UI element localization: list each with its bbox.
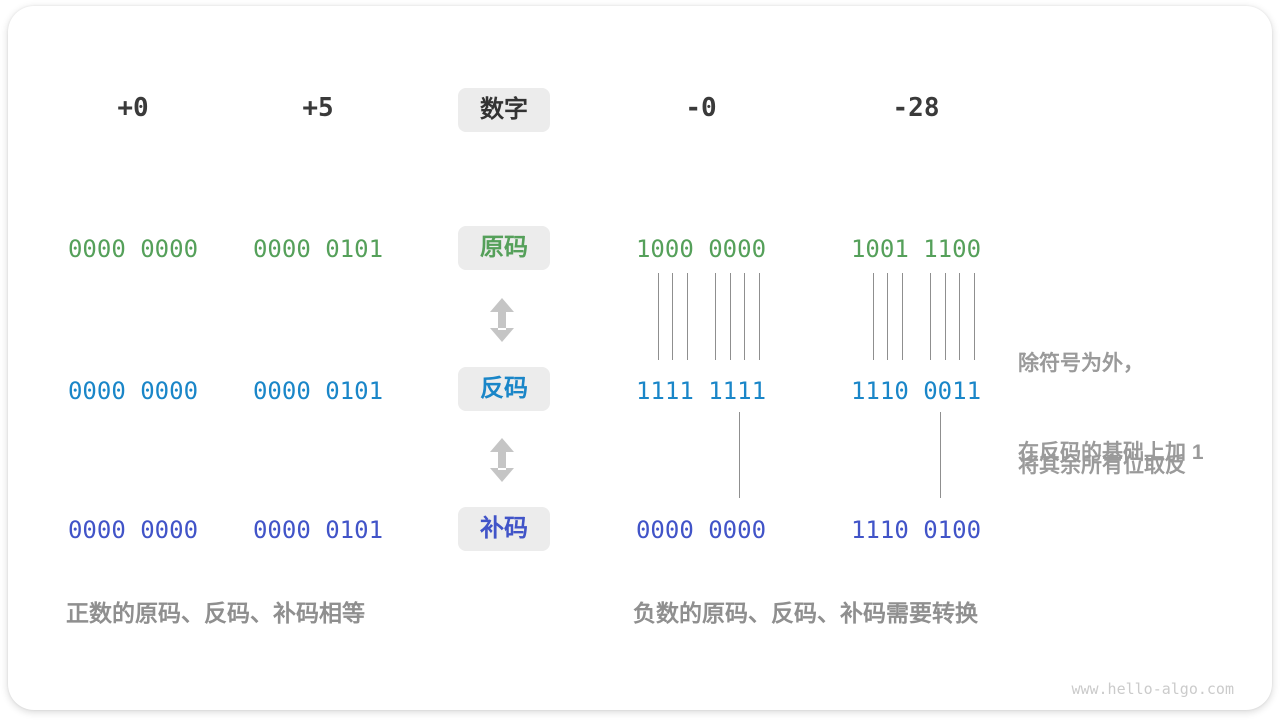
caption-positive: 正数的原码、反码、补码相等 [66,600,365,626]
updown-arrow-icon [490,298,514,342]
figure-card: +0 +5 数字 -0 -28 0000 0000 0000 0101 原码 1… [8,6,1272,710]
binary-cell-ones-complement-neg28: 1110 0011 [850,377,982,405]
add-one-note: 在反码的基础上加 1 [1018,441,1204,464]
binary-cell-sign-magnitude-plus0: 0000 0000 [67,235,199,263]
invert-note: 除符号为外， 将其余所有位取反 [1018,279,1186,551]
column-header-plus0: +0 [117,93,149,123]
caption-negative: 负数的原码、反码、补码需要转换 [633,600,978,626]
badge-ones-complement: 反码 [458,367,550,411]
bit-invert-lines-neg28 [846,273,986,360]
add-one-line-neg0 [739,412,740,498]
binary-cell-twos-complement-plus5: 0000 0101 [252,516,384,544]
badge-sign-magnitude: 原码 [458,226,550,270]
binary-cell-ones-complement-plus0: 0000 0000 [67,377,199,405]
badge-twos-complement: 补码 [458,507,550,551]
binary-cell-twos-complement-neg28: 1110 0100 [850,516,982,544]
invert-note-line1: 除符号为外， [1018,352,1144,375]
binary-cell-sign-magnitude-neg28: 1001 1100 [850,235,982,263]
column-header-neg0: -0 [685,93,717,123]
bit-invert-lines-neg0 [631,273,771,360]
updown-arrow-icon [490,438,514,482]
binary-cell-ones-complement-plus5: 0000 0101 [252,377,384,405]
add-one-line-neg28 [940,412,941,498]
binary-cell-twos-complement-neg0: 0000 0000 [635,516,767,544]
binary-cell-twos-complement-plus0: 0000 0000 [67,516,199,544]
watermark: www.hello-algo.com [1071,680,1234,698]
binary-cell-sign-magnitude-plus5: 0000 0101 [252,235,384,263]
binary-cell-sign-magnitude-neg0: 1000 0000 [635,235,767,263]
column-header-neg28: -28 [892,93,940,123]
invert-note-line2: 将其余所有位取反 [1018,454,1186,477]
number-badge: 数字 [458,88,550,132]
binary-cell-ones-complement-neg0: 1111 1111 [635,377,767,405]
column-header-plus5: +5 [302,93,334,123]
